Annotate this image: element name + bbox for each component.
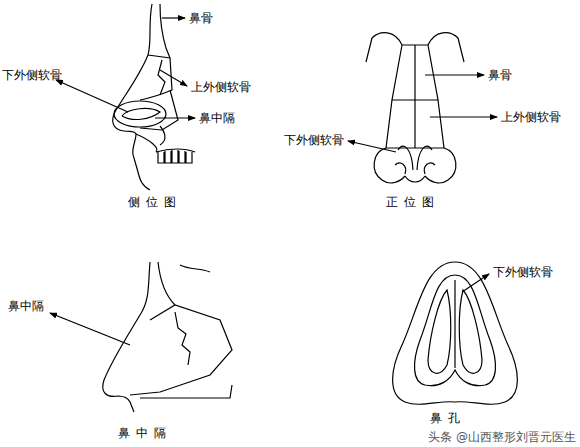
ala [160,126,165,145]
leader-line [430,116,497,117]
septum-drawing [50,262,232,412]
septum-edge [140,90,178,130]
part-label: 鼻骨 [189,11,213,26]
columella [405,176,425,182]
upper-lateral-cartilage [140,55,172,100]
nostril [428,290,451,373]
lower-lateral-cartilage [398,146,432,170]
nose-profile [113,4,152,190]
teeth [156,149,195,163]
leader-line [50,313,130,345]
lower-lateral-inner [122,109,160,120]
leader-line [162,17,185,18]
septum-cartilage-edge [175,312,190,365]
nasal-bone [158,262,210,305]
leader-line [425,74,484,75]
side-view-drawing [56,4,195,190]
part-label: 鼻骨 [488,68,512,83]
cartilage-line [158,60,165,95]
part-label: 下外侧软骨 [284,133,344,148]
view-caption: 侧 位 图 [128,195,177,210]
lower-lateral-cartilage [114,101,166,127]
view-caption: 鼻 孔 [430,411,461,426]
nasal-bone [392,45,438,100]
nostril [395,163,435,174]
leader-line [462,274,489,292]
orbit [428,33,464,62]
ala [425,148,456,183]
part-label: 鼻中隔 [8,299,44,314]
part-label: 下外侧软骨 [493,265,553,280]
nostril [459,290,482,373]
palate [140,385,232,398]
nose-base-outline [393,262,518,404]
ala [374,148,405,183]
leader-line [56,80,128,112]
orbit [366,33,402,62]
view-caption: 正 位 图 [386,195,435,210]
nasal-bone [160,4,170,58]
upper-lateral-cartilage [386,100,444,148]
basal-view-drawing [393,262,518,404]
front-view-drawing [348,33,497,183]
part-label: 下外侧软骨 [2,68,62,83]
upper-lip [136,134,157,152]
columella [454,280,455,368]
view-caption: 鼻 中 隔 [118,426,167,441]
part-label: 上外侧软骨 [191,80,251,95]
leader-line [348,141,396,152]
septum-outline [130,305,232,395]
leader-line [155,117,195,118]
part-label: 上外侧软骨 [501,110,561,125]
watermark: 头条 @山西整形刘晋元医生 [428,430,576,445]
part-label: 鼻中隔 [199,111,235,126]
leader-line [160,70,187,86]
lower-lateral-cartilage [415,275,496,386]
